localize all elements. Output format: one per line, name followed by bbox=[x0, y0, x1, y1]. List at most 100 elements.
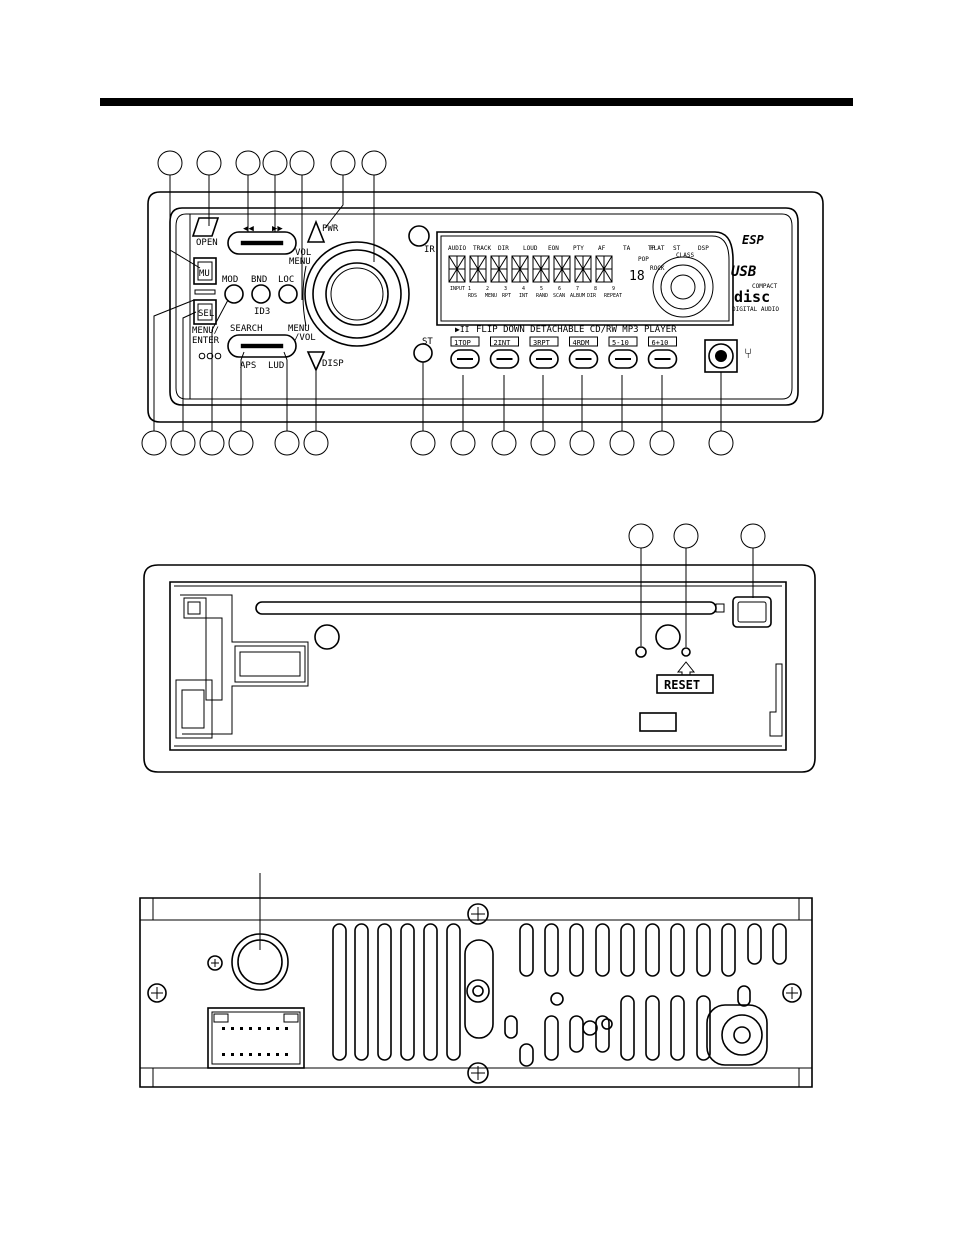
lcd-eq-label: FLAT bbox=[650, 245, 665, 252]
select-button[interactable] bbox=[193, 299, 217, 325]
lcd-eq-label: CLASS bbox=[676, 252, 694, 259]
preset-label: 6+10 bbox=[652, 339, 669, 347]
band-label: BND bbox=[251, 275, 267, 285]
center-mount bbox=[464, 939, 494, 1039]
callouts-bottom-row bbox=[141, 299, 734, 456]
display-triangle-icon[interactable] bbox=[306, 351, 326, 372]
open-button[interactable] bbox=[191, 217, 220, 237]
connector-pin bbox=[276, 1053, 279, 1056]
preset-label: 5-10 bbox=[612, 339, 629, 347]
menu-enter-label-1: MENU/ bbox=[192, 326, 219, 336]
lcd-number-item: 9 bbox=[612, 286, 615, 292]
local-button[interactable] bbox=[278, 284, 298, 304]
mounting-screws bbox=[147, 903, 802, 1084]
left-connector-region bbox=[175, 594, 309, 739]
ir-sensor bbox=[408, 225, 430, 247]
connector-pin bbox=[240, 1027, 243, 1030]
search-button[interactable] bbox=[227, 334, 297, 358]
vent-slot bbox=[519, 1043, 534, 1067]
mute-button[interactable] bbox=[193, 257, 217, 285]
vent-slot bbox=[377, 923, 392, 1061]
menu-top-label: MENU bbox=[289, 257, 311, 267]
vent-slot bbox=[595, 1015, 610, 1053]
menu-bottom-label: MENU bbox=[288, 324, 310, 334]
connector-pin bbox=[276, 1027, 279, 1030]
lcd-top-indicator-item: EON bbox=[548, 245, 559, 252]
eject-button[interactable] bbox=[732, 596, 772, 628]
connector-pin bbox=[240, 1053, 243, 1056]
preset-label: 2INT bbox=[494, 339, 512, 347]
preset-label: 4RDM bbox=[573, 339, 590, 347]
preset-buttons: 1TOP 2INT 3RPT 4RDM 5-10 6+10 bbox=[450, 336, 678, 369]
lcd-eq-label: ROCK bbox=[650, 265, 665, 272]
preset-button[interactable]: 5-10 bbox=[608, 336, 638, 369]
preset-button[interactable]: 1TOP bbox=[450, 336, 480, 369]
preset-button[interactable]: 6+10 bbox=[647, 336, 678, 369]
band-button[interactable] bbox=[251, 284, 271, 304]
vent-slot bbox=[747, 923, 762, 965]
lcd-bottom-indicator-item: REPEAT bbox=[604, 293, 622, 299]
vol-top-label: VOL bbox=[295, 248, 311, 258]
connector-pin bbox=[231, 1053, 234, 1056]
connector-pin bbox=[249, 1027, 252, 1030]
screw-icon bbox=[467, 903, 489, 925]
lcd-character bbox=[553, 255, 571, 283]
lcd-top-indicator-item: DIR bbox=[498, 245, 509, 252]
lcd-top-indicator-item: LOUD bbox=[523, 245, 538, 252]
lcd-digits: 18 bbox=[629, 269, 645, 284]
lcd-top-indicator-item: TRACK bbox=[473, 245, 491, 252]
usb-logo: USB bbox=[731, 264, 757, 280]
lcd-number-item: 1 bbox=[468, 286, 471, 292]
vent-slot bbox=[544, 1015, 559, 1061]
usb-port[interactable] bbox=[704, 339, 738, 373]
vent-slot bbox=[721, 923, 736, 977]
lcd-top-indicator-item: ST bbox=[673, 245, 681, 252]
connector-pin bbox=[285, 1027, 288, 1030]
lcd-bottom-indicator-item: ALBUM bbox=[570, 293, 585, 299]
lcd-eq-wheel bbox=[652, 256, 714, 318]
local-label: LOC bbox=[278, 275, 294, 285]
mode-button[interactable] bbox=[224, 284, 244, 304]
preset-button[interactable]: 2INT bbox=[489, 336, 520, 369]
reset-label: RESET bbox=[664, 678, 700, 692]
screw-icon bbox=[147, 983, 167, 1003]
lcd-character bbox=[595, 255, 613, 283]
lcd-number-item: 7 bbox=[576, 286, 579, 292]
connector-pin bbox=[249, 1053, 252, 1056]
volume-knob[interactable] bbox=[304, 241, 410, 347]
preset-button[interactable]: 3RPT bbox=[529, 336, 559, 369]
lcd-number-item: INPUT bbox=[450, 286, 465, 292]
connector-pin bbox=[267, 1027, 270, 1030]
seek-track-button[interactable] bbox=[227, 231, 297, 255]
reset-button[interactable] bbox=[681, 647, 691, 657]
lcd-character bbox=[490, 255, 508, 283]
lcd-number-item: 4 bbox=[522, 286, 525, 292]
compact-label: COMPACT bbox=[752, 283, 778, 290]
disc-logo: disc bbox=[734, 288, 770, 306]
heat-sink-vents bbox=[332, 923, 787, 1067]
select-label: SEL bbox=[198, 309, 214, 319]
aps-label: APS bbox=[240, 361, 256, 371]
power-triangle-icon[interactable] bbox=[306, 219, 326, 243]
lcd-top-indicator-item: TA bbox=[623, 245, 631, 252]
connector-pin bbox=[258, 1027, 261, 1030]
menu-enter-label-2: ENTER bbox=[192, 336, 220, 346]
vent-slot bbox=[696, 995, 711, 1061]
lcd-number-item: 8 bbox=[594, 286, 597, 292]
preset-button[interactable]: 4RDM bbox=[568, 336, 599, 369]
next-track-icon: ▶▶ bbox=[272, 224, 283, 234]
vent-slot bbox=[696, 923, 711, 977]
brand-logo: ESP bbox=[742, 233, 764, 247]
lcd-bottom-indicator-item: SCAN bbox=[553, 293, 565, 299]
lcd-bottom-indicator-item: INT bbox=[519, 293, 528, 299]
lcd-number-item: 5 bbox=[540, 286, 543, 292]
preset-label: 3RPT bbox=[533, 339, 551, 347]
lcd-bottom-indicator-item: RAND bbox=[536, 293, 548, 299]
screw-icon bbox=[207, 955, 223, 971]
lcd-number-item: 3 bbox=[504, 286, 507, 292]
lcd-top-indicator-item: TP bbox=[648, 245, 656, 252]
play-pause-label: ▶II bbox=[455, 325, 470, 334]
